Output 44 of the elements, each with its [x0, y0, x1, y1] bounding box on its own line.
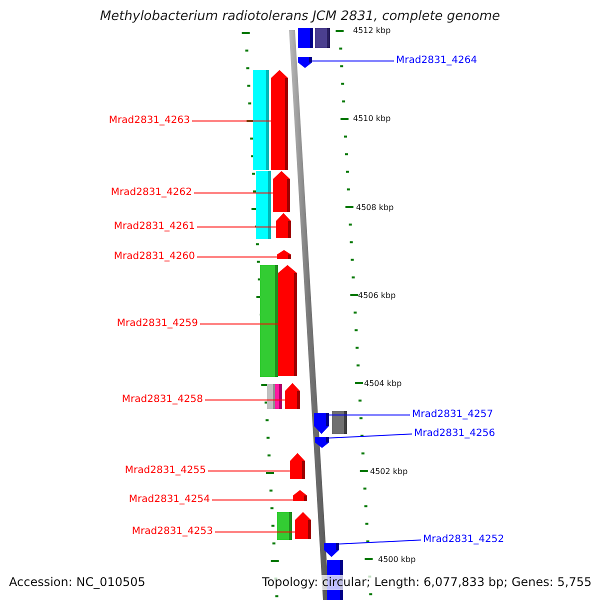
gene-label: Mrad2831_4252	[423, 534, 504, 546]
diagram-title: Methylobacterium radiotolerans JCM 2831, complete genome	[98, 9, 502, 24]
scale-label: 4504 kbp	[364, 379, 402, 389]
scale-label: 4508 kbp	[356, 203, 394, 213]
gene-label: Mrad2831_4258	[122, 394, 203, 406]
gene-label: Mrad2831_4261	[114, 221, 195, 233]
gene-label: Mrad2831_4262	[110, 187, 192, 199]
gene-label: Mrad2831_4259	[116, 318, 198, 330]
gene-feature	[295, 512, 311, 539]
leader-line	[192, 120, 272, 122]
leader-line	[338, 540, 422, 544]
leader-line	[196, 256, 278, 258]
gene-feature	[314, 413, 329, 434]
leader-line	[196, 226, 276, 228]
leader-line	[208, 470, 290, 472]
leader-line	[194, 192, 274, 194]
gene-feature	[285, 383, 300, 409]
genome-info: Accession: NC_010505	[9, 575, 146, 590]
gene-label: Mrad2831_4263	[108, 115, 190, 127]
gene-feature	[324, 543, 339, 557]
gene-label: Mrad2831_4256	[414, 428, 496, 440]
scale-label: 4502 kbp	[370, 467, 408, 477]
gene-label: Mrad2831_4260	[114, 251, 195, 263]
gene-label: Mrad2831_4255	[124, 465, 206, 477]
leader-line	[312, 60, 394, 62]
gene-label: Mrad2831_4253	[132, 526, 213, 538]
leader-line	[328, 434, 412, 438]
gene-feature	[290, 453, 305, 479]
gene-feature	[273, 171, 290, 212]
scale-label: 4506 kbp	[358, 291, 396, 301]
scale-label: 4500 kbp	[378, 555, 416, 565]
gene-feature	[298, 57, 312, 68]
gene-feature	[277, 250, 291, 259]
gene-feature	[293, 490, 307, 501]
gene-label: Mrad2831_4264	[396, 55, 478, 67]
scale-label: 4512 kbp	[353, 26, 391, 36]
gene-feature	[276, 213, 291, 238]
leader-line	[328, 414, 410, 416]
gene-feature	[315, 437, 329, 448]
scale-label: 4510 kbp	[353, 114, 391, 124]
genome-info: Topology: circular; Length: 6,077,833 bp; Genes: 5,755	[262, 575, 592, 590]
gene-label: Mrad2831_4257	[412, 409, 494, 421]
gene-feature	[278, 265, 297, 376]
gene-label: Mrad2831_4254	[128, 494, 210, 506]
